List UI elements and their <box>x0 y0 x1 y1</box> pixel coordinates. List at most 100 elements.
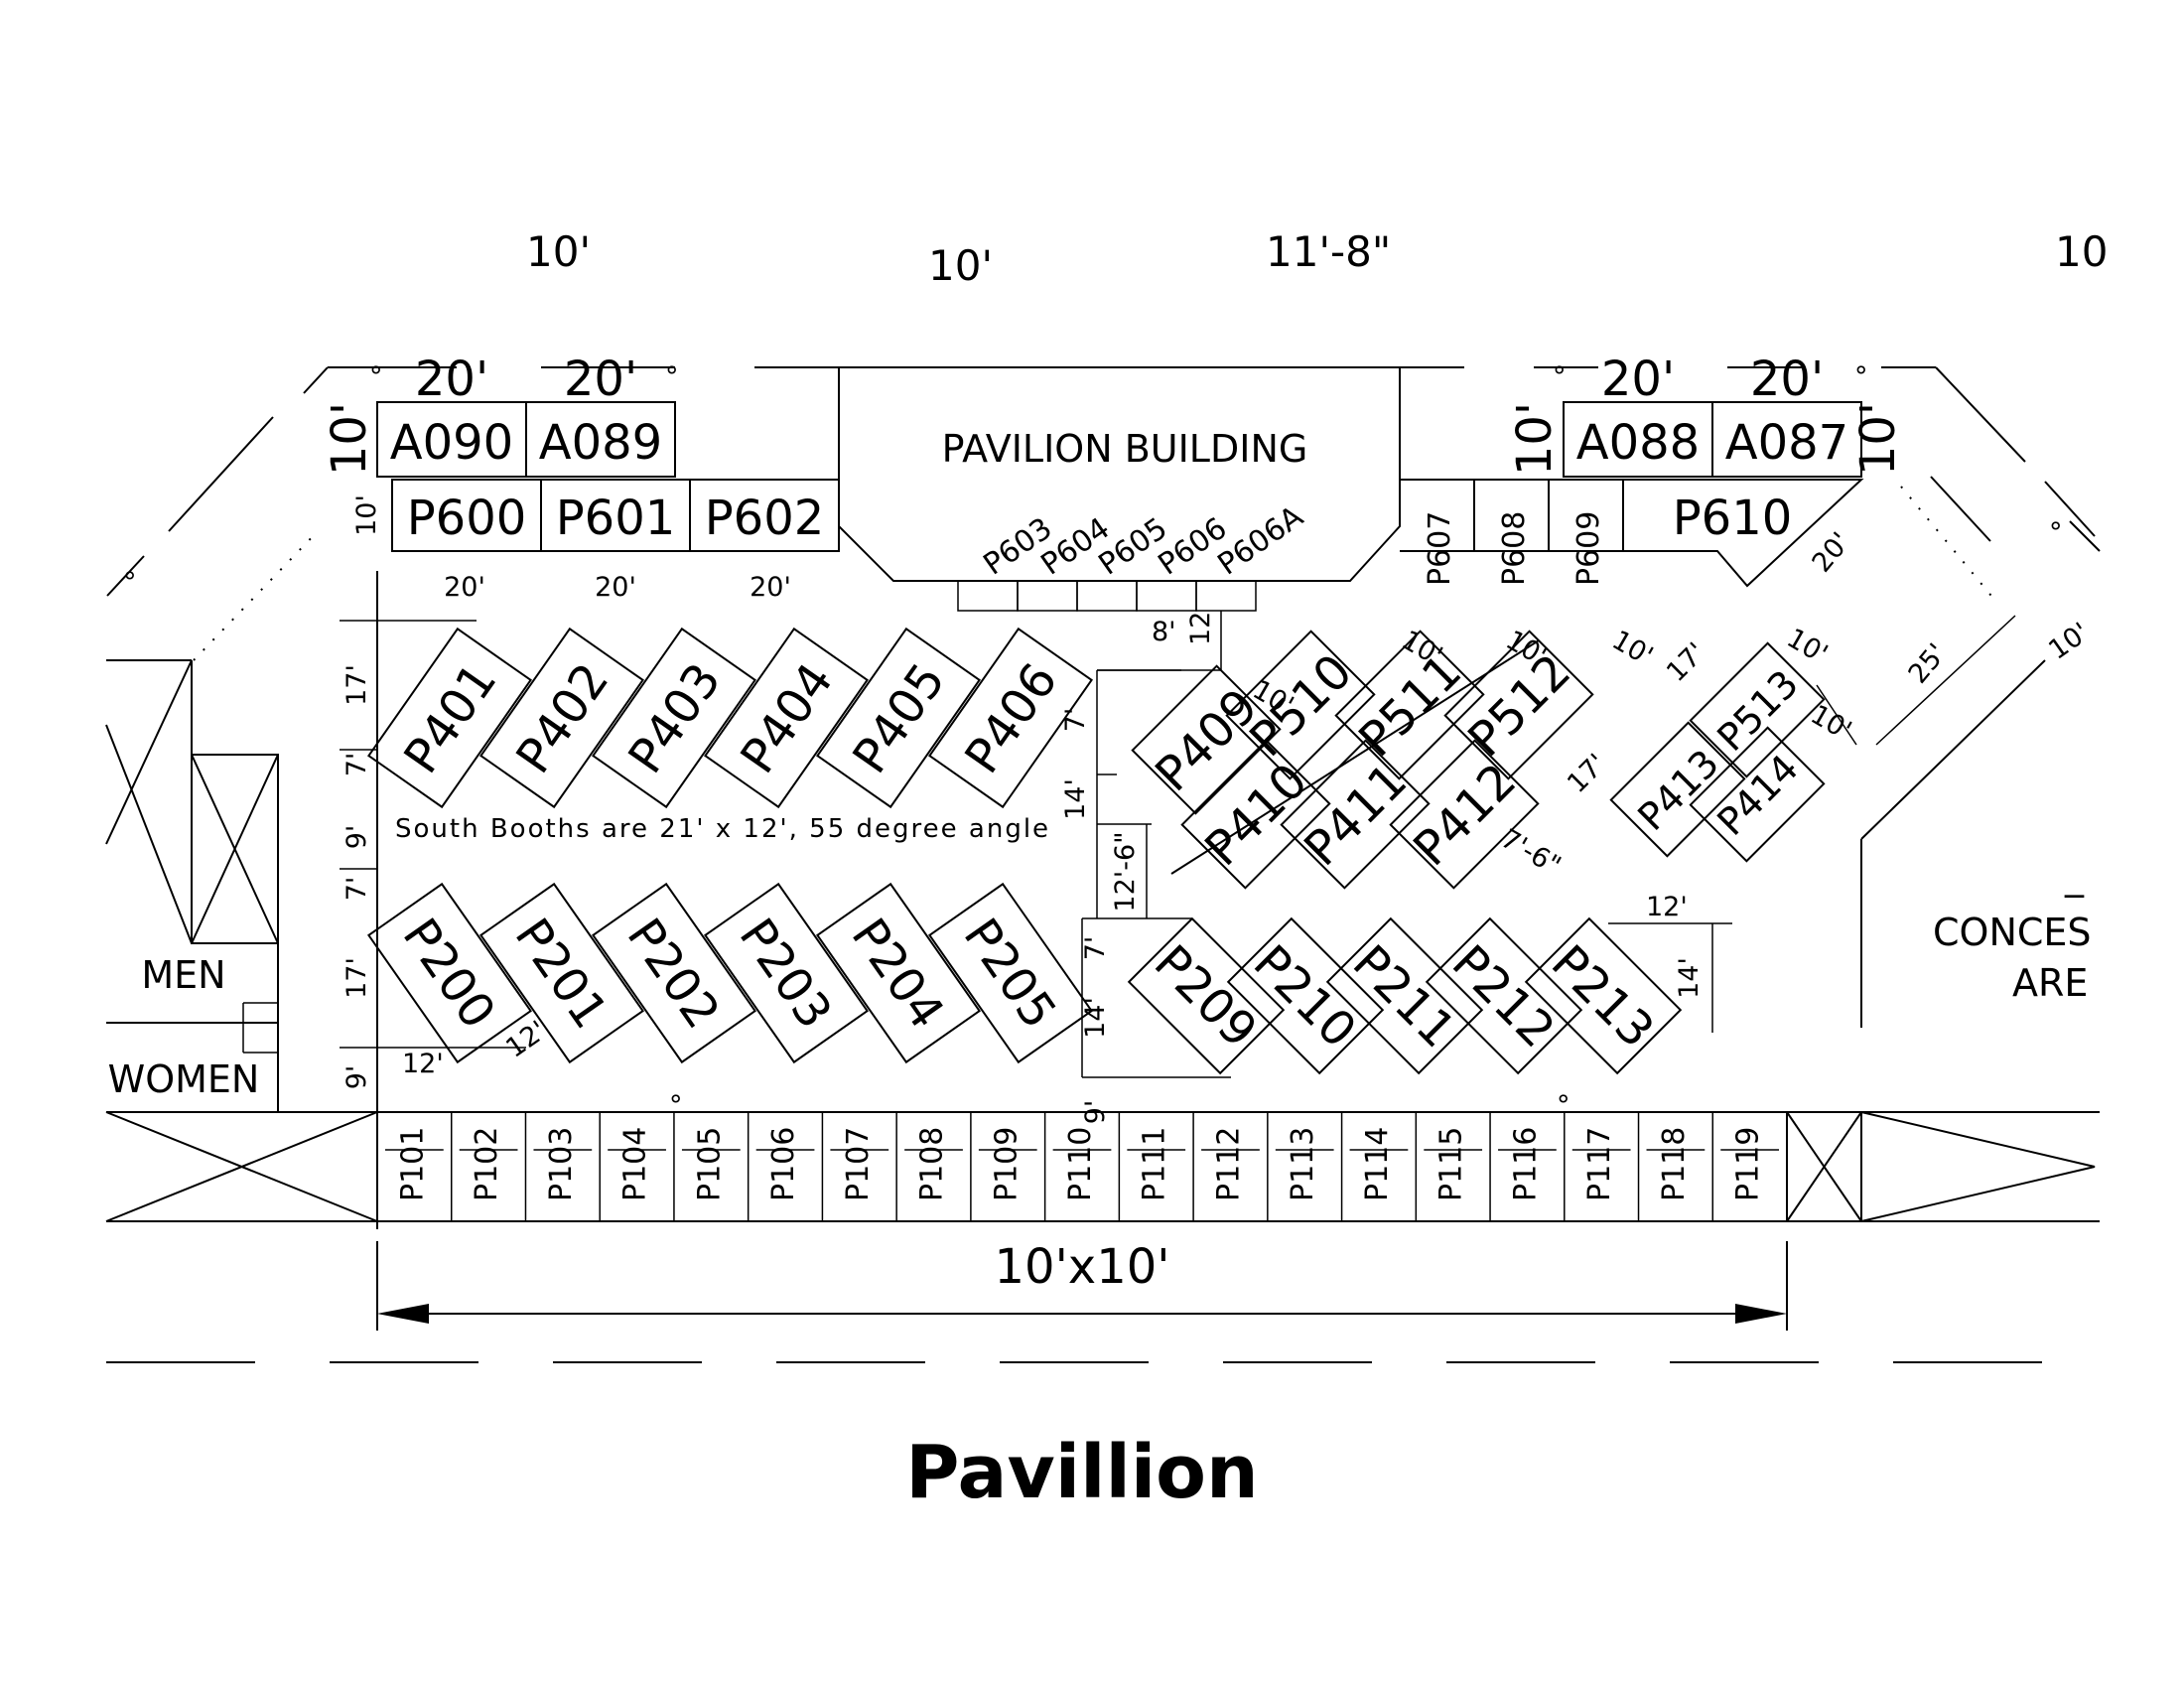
dimension-label: 10' <box>1782 623 1834 670</box>
dimension-label: 7' <box>341 753 372 777</box>
top-dimension-3: 11'-8" <box>1266 227 1391 276</box>
p100-strip <box>105 1111 2100 1222</box>
booth-label: P602 <box>705 491 825 546</box>
dimension-label: 12'-6" <box>1110 831 1141 912</box>
concession-label: ARE <box>2012 961 2088 1005</box>
a-booths-left <box>376 401 676 478</box>
booth-label: P212 <box>1441 934 1566 1058</box>
p200-row <box>367 882 1093 1064</box>
booth-label: P210 <box>1243 934 1367 1058</box>
dimension-label: 14' <box>1060 778 1091 820</box>
men-restroom-label: MEN <box>141 953 225 997</box>
degree-mark: ° <box>1854 361 1868 392</box>
dimension-label: 20' <box>415 352 488 407</box>
booth-label: P201 <box>504 909 618 1039</box>
dimension-label: 7' <box>341 877 372 902</box>
dimension-label: 14' <box>1080 997 1111 1039</box>
booth-label: P601 <box>556 491 676 546</box>
east-lower-booths <box>1127 916 1732 1075</box>
degree-mark: ° <box>1553 361 1567 392</box>
dimension-label: 10' <box>1850 402 1906 476</box>
dimension-label: 20' <box>1601 352 1675 407</box>
booth-label: P406 <box>954 653 1068 783</box>
booth-label: A089 <box>539 415 662 471</box>
dimension-label: 10' <box>1806 699 1857 747</box>
dimension-label: 25' <box>1903 638 1954 690</box>
booth-label: P105 <box>692 1127 727 1201</box>
degree-mark: ° <box>369 361 383 392</box>
dimension-label: 7' <box>1080 936 1111 961</box>
booth-label: P610 <box>1673 491 1793 546</box>
booth-label: P404 <box>730 653 844 783</box>
booth-label: P401 <box>393 653 507 783</box>
booth-label: P113 <box>1286 1127 1320 1201</box>
booth-label: P114 <box>1360 1127 1395 1201</box>
outer-boundary <box>106 366 2101 661</box>
dimension-label: 10' <box>2043 617 2095 665</box>
booth-label: P213 <box>1541 934 1665 1058</box>
booth-label: P111 <box>1138 1127 1172 1201</box>
p600-row <box>391 479 840 552</box>
booth-label: P112 <box>1211 1127 1246 1201</box>
booth-label: P109 <box>989 1127 1024 1201</box>
booth-label: P204 <box>841 909 955 1039</box>
booth-label: P412 <box>1403 753 1527 877</box>
center-dimension-lines <box>1081 669 1231 1078</box>
dimension-label: 14' <box>1674 957 1705 999</box>
booth-label: P600 <box>407 491 527 546</box>
booth-label: P115 <box>1434 1127 1469 1201</box>
dimension-label: 10' <box>1507 402 1563 476</box>
booth-label: P205 <box>953 909 1067 1039</box>
pavilion-building-label: PAVILION BUILDING <box>942 427 1308 471</box>
dimension-label: 9' <box>341 1065 372 1090</box>
booth-label: P118 <box>1657 1127 1692 1201</box>
a-booths-right <box>1563 401 1862 478</box>
booth-label: P107 <box>841 1127 876 1201</box>
degree-mark: ° <box>665 361 679 392</box>
dimension-label: 17' <box>1661 636 1711 687</box>
dimension-label: 20' <box>1807 527 1857 579</box>
dimension-label: 12 <box>1185 612 1216 645</box>
degree-mark: ° <box>123 567 137 598</box>
booth-label: P413 <box>1629 741 1727 839</box>
booth-label: P403 <box>617 653 732 783</box>
top-dimension-4: 10 <box>2055 227 2108 276</box>
restrooms <box>105 571 526 1229</box>
east-upper-booths <box>1400 479 1864 588</box>
dimension-label: 12' <box>402 1049 444 1079</box>
booth-label: P513 <box>1708 661 1807 760</box>
booth-label: P402 <box>505 653 619 783</box>
degree-mark: ° <box>669 1090 683 1121</box>
dimension-label: 20' <box>1750 352 1824 407</box>
booth-label: P104 <box>618 1127 653 1201</box>
dimension-label: 8' <box>1152 617 1176 647</box>
east-middle-booths <box>1131 630 1594 890</box>
booth-label: P200 <box>392 909 506 1039</box>
booth-label: P607 <box>1423 511 1457 586</box>
booth-label: P103 <box>544 1127 579 1201</box>
booth-label: P119 <box>1731 1127 1766 1201</box>
dimension-label: 7' <box>1060 708 1091 733</box>
booth-size-note: South Booths are 21' x 12', 55 degree an… <box>395 814 1050 844</box>
booth-label: P414 <box>1708 746 1807 844</box>
booth-label: P102 <box>470 1127 504 1201</box>
dimension-label: 7'-6" <box>1496 823 1567 882</box>
booth-label: P108 <box>915 1127 950 1201</box>
booth-label: P101 <box>395 1127 430 1201</box>
concession-label: CONCES <box>1933 911 2092 954</box>
dimension-label: 10' <box>351 494 382 536</box>
booth-label: P405 <box>842 653 956 783</box>
degree-mark: ° <box>2049 517 2063 548</box>
dimension-label: 17' <box>341 664 372 706</box>
east-far-booths <box>1609 615 2046 1028</box>
page-title: Pavillion <box>905 1430 1258 1515</box>
booth-label: P202 <box>616 909 731 1039</box>
dimension-label: 20' <box>444 572 485 603</box>
dimension-label: 9' <box>341 825 372 850</box>
booth-label: A087 <box>1725 415 1848 471</box>
booth-label: P608 <box>1497 511 1532 586</box>
top-dimension-1: 10' <box>526 227 591 276</box>
concession-dash: _ <box>2064 854 2085 898</box>
